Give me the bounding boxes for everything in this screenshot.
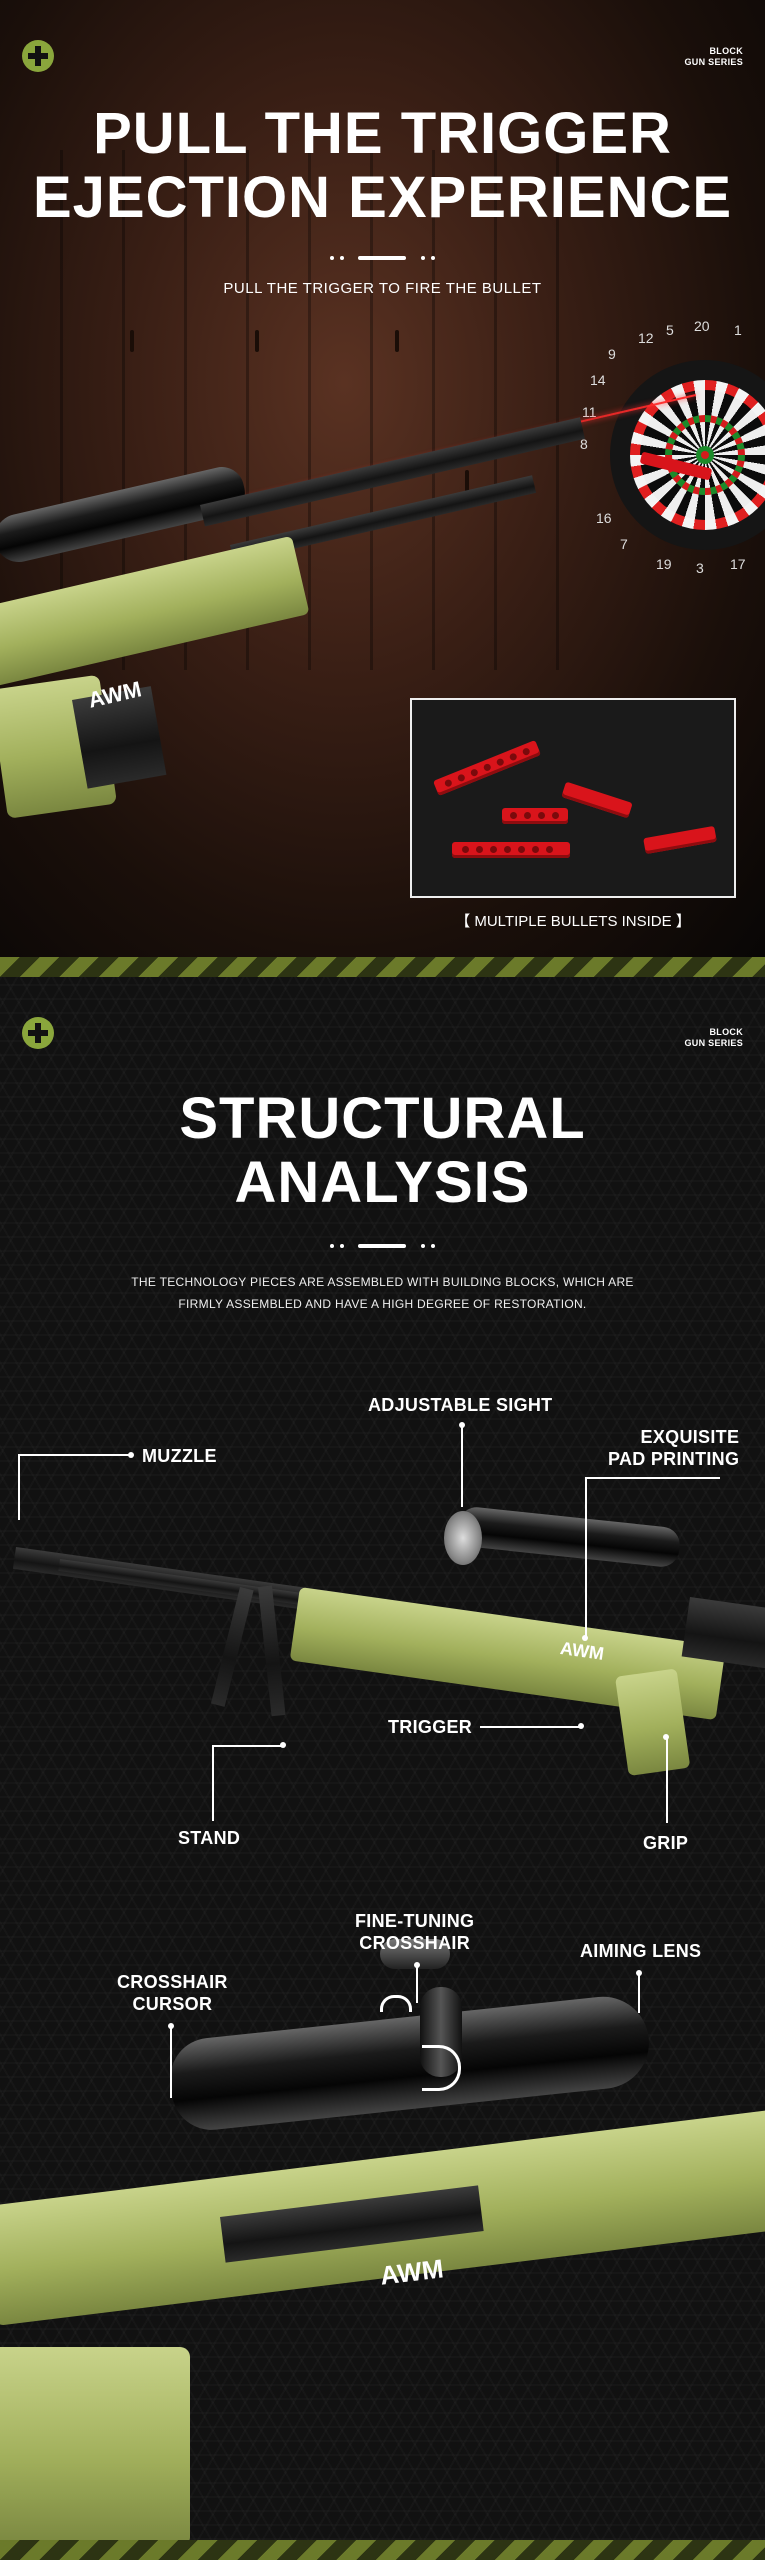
- fine-tuning-line2: CROSSHAIR: [359, 1933, 470, 1953]
- rifle-handguard: [58, 1559, 328, 1609]
- bullet-brick: [433, 739, 541, 797]
- section2-description: THE TECHNOLOGY PIECES ARE ASSEMBLED WITH…: [80, 1271, 685, 1315]
- callout-line: [480, 1726, 580, 1728]
- brand-line1: BLOCK: [709, 1027, 743, 1037]
- callout-line: [638, 1973, 640, 2013]
- dartboard-number: 5: [666, 322, 674, 338]
- dartboard-number: 19: [656, 556, 672, 572]
- awm-print-label: AWM: [378, 2253, 446, 2291]
- section1-subtitle: PULL THE TRIGGER TO FIRE THE BULLET: [223, 280, 542, 297]
- fine-tuning-line1: FINE-TUNING: [355, 1911, 475, 1931]
- dartboard-number: 1: [734, 322, 742, 338]
- title-divider: [330, 1244, 435, 1250]
- muzzle-label: MUZZLE: [142, 1446, 217, 1466]
- bullets-caption: 【 MULTIPLE BULLETS INSIDE 】: [455, 913, 691, 930]
- pad-printing-label: EXQUISITE PAD PRINTING: [608, 1426, 739, 1470]
- description-line2: FIRMLY ASSEMBLED AND HAVE A HIGH DEGREE …: [178, 1297, 587, 1311]
- trigger-ejection-section: BLOCK GUN SERIES PULL THE TRIGGER EJECTI…: [0, 0, 765, 957]
- scope-lens-cap: [444, 1511, 482, 1565]
- crosshair-line2: CURSOR: [132, 1994, 213, 2014]
- aiming-lens-label: AIMING LENS: [580, 1941, 702, 1961]
- dartboard-number: 12: [638, 330, 654, 346]
- callout-line: [212, 1745, 214, 1821]
- dartboard-number: 8: [580, 436, 588, 452]
- bipod-leg: [210, 1587, 254, 1707]
- brand-block: BLOCK GUN SERIES: [684, 1027, 743, 1049]
- green-cross-logo-icon: [22, 1017, 54, 1049]
- section2-title-line1: STRUCTURAL: [179, 1086, 586, 1151]
- crosshair-cursor-label: CROSSHAIR CURSOR: [117, 1971, 228, 2015]
- dartboard-number: 17: [730, 556, 746, 572]
- dartboard-number: 7: [620, 536, 628, 552]
- dartboard-number: 14: [590, 372, 606, 388]
- callout-dot: [582, 1635, 588, 1641]
- fine-tuning-label: FINE-TUNING CROSSHAIR: [355, 1910, 474, 1954]
- callout-line: [666, 1737, 668, 1823]
- description-line1: THE TECHNOLOGY PIECES ARE ASSEMBLED WITH…: [131, 1275, 634, 1289]
- callout-line: [170, 2026, 172, 2098]
- bullet-brick: [561, 781, 633, 819]
- grip-label: GRIP: [643, 1833, 689, 1853]
- dartboard-number: 16: [596, 510, 612, 526]
- section2-title-line2: ANALYSIS: [234, 1150, 531, 1215]
- callout-line: [416, 1965, 418, 2003]
- callout-line: [212, 1745, 282, 1747]
- dartboard-number: 11: [582, 404, 597, 420]
- rifle-scope: [456, 1505, 682, 1569]
- dartboard-number: 20: [694, 318, 710, 334]
- callout-line: [18, 1454, 130, 1456]
- callout-line: [18, 1454, 20, 1520]
- pad-printing-line2: PAD PRINTING: [608, 1449, 740, 1469]
- adjustable-sight-label: ADJUSTABLE SIGHT: [368, 1395, 553, 1415]
- callout-line: [585, 1477, 720, 1479]
- pad-printing-line1: EXQUISITE: [640, 1427, 740, 1447]
- bullets-inset-image: [410, 698, 736, 898]
- trigger-label: TRIGGER: [388, 1717, 473, 1737]
- nail-decoration: [465, 470, 469, 492]
- callout-dot: [663, 1734, 669, 1740]
- section1-title-line1: PULL THE TRIGGER: [93, 101, 672, 166]
- crosshair-line1: CROSSHAIR: [117, 1972, 228, 1992]
- rifle-stock-closeup: [0, 2347, 190, 2540]
- title-divider: [330, 256, 435, 262]
- nail-decoration: [255, 330, 259, 352]
- dartboard-number: 3: [696, 560, 704, 576]
- brand-line2: GUN SERIES: [684, 57, 743, 67]
- bullet-brick: [643, 825, 717, 855]
- bullet-brick: [452, 842, 570, 858]
- callout-line: [585, 1477, 587, 1637]
- dartboard-bullseye: [701, 451, 709, 459]
- brand-block: BLOCK GUN SERIES: [684, 46, 743, 68]
- brand-line2: GUN SERIES: [684, 1038, 743, 1048]
- callout-line: [461, 1425, 463, 1507]
- scope-closeup: [166, 1992, 654, 2134]
- dartboard-image: 12 5 20 1 9 14 11 8 16 7 19 3 17: [580, 318, 765, 576]
- rotate-arrow-icon: [380, 1995, 412, 2012]
- hazard-stripe-divider: [0, 957, 765, 977]
- callout-dot: [128, 1452, 134, 1458]
- nail-decoration: [395, 330, 399, 352]
- dartboard-number: 9: [608, 346, 616, 362]
- rifle-cheek-rest: [681, 1597, 765, 1669]
- bullet-brick: [502, 808, 568, 824]
- section1-title-line2: EJECTION EXPERIENCE: [32, 165, 733, 230]
- stand-label: STAND: [178, 1828, 241, 1848]
- rotate-arrow-icon: [422, 2045, 461, 2091]
- callout-dot: [578, 1723, 584, 1729]
- nail-decoration: [130, 330, 134, 352]
- brand-line1: BLOCK: [709, 46, 743, 56]
- hazard-stripe-divider: [0, 2540, 765, 2560]
- callout-dot: [280, 1742, 286, 1748]
- green-cross-logo-icon: [22, 40, 54, 72]
- structural-analysis-section: BLOCK GUN SERIES STRUCTURAL ANALYSIS THE…: [0, 977, 765, 2540]
